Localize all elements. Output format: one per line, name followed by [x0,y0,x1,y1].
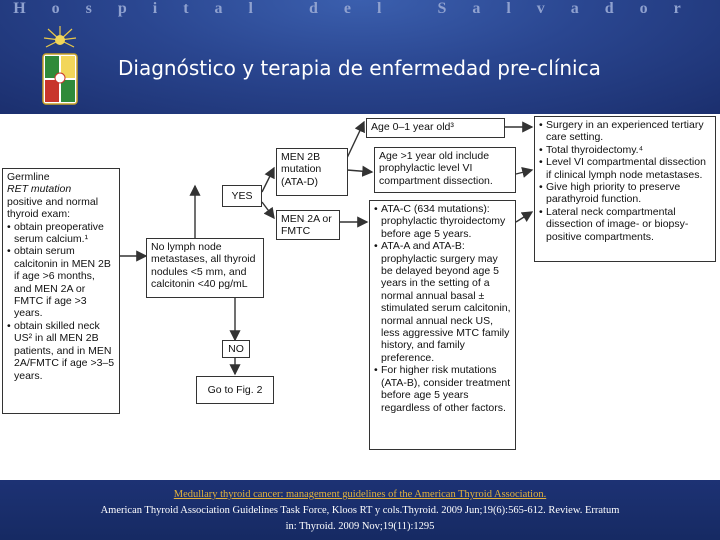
ata-item: ATA-A and ATA-B: prophylactic surgery ma… [374,240,511,364]
surgery-item: Level VI compartmental dissection if cli… [539,156,711,181]
germline-line-3: positive and normal [7,195,99,208]
hospital-crest-icon [42,26,78,105]
surgery-item: Lateral neck compartmental dissection of… [539,206,711,243]
arrow-yes-to-men2b [261,166,275,193]
criteria-box: No lymph node metastases, all thyroid no… [146,238,264,298]
germline-line-2: RET mutation [7,183,72,196]
ata-item: ATA-C (634 mutations): prophylactic thyr… [374,203,511,240]
citation-line-1: American Thyroid Association Guidelines … [100,505,620,516]
reference-link[interactable]: Medullary thyroid cancer: management gui… [173,489,547,500]
germline-box: Germline RET mutation positive and norma… [2,168,120,414]
slide-title: Diagnóstico y terapia de enfermedad pre-… [118,56,601,80]
men2b-box: MEN 2B mutation (ATA-D) [276,148,348,196]
surgery-item: Surgery in an experienced tertiary care … [539,119,711,144]
germline-item: obtain preoperative serum calcium.¹ [7,221,115,246]
no-box: NO [222,340,250,358]
germline-item: obtain skilled neck US² in all MEN 2B pa… [7,320,115,382]
ata-item: For higher risk mutations (ATA-B), consi… [374,364,511,414]
arrow-ata-to-surgery [515,211,534,223]
flow-connectors [120,120,534,376]
goto-fig2-box: Go to Fig. 2 [196,376,274,404]
slide-header: Hospital del Salvador Diagnóstico y tera… [0,0,720,114]
surgery-item: Total thyroidectomy.⁴ [539,144,711,157]
age-old-box: Age >1 year old include prophylactic lev… [374,147,516,193]
ata-box: ATA-C (634 mutations): prophylactic thyr… [369,200,516,450]
men2a-box: MEN 2A or FMTC [276,210,340,240]
slide-footer: Medullary thyroid cancer: management gui… [0,480,720,540]
hospital-name: Hospital del Salvador [13,0,707,17]
arrow-men2b-to-age-young [346,120,365,159]
yes-box: YES [222,185,262,207]
arrow-yes-to-men2a [261,201,275,220]
germline-line-1: Germline [7,171,50,183]
surgery-box: Surgery in an experienced tertiary care … [534,116,716,262]
citation-line-2: in: Thyroid. 2009 Nov;19(11):1295 [285,521,435,532]
arrow-men2b-to-age-old [346,165,374,177]
germline-line-4: thyroid exam: [7,208,71,221]
germline-item: obtain serum calcitonin in MEN 2B if age… [7,245,115,319]
surgery-item: Give high priority to preserve parathyro… [539,181,711,206]
flowchart: Germline RET mutation positive and norma… [0,114,720,480]
age-young-box: Age 0–1 year old³ [366,118,505,138]
arrow-age-old-to-surgery [515,166,534,178]
